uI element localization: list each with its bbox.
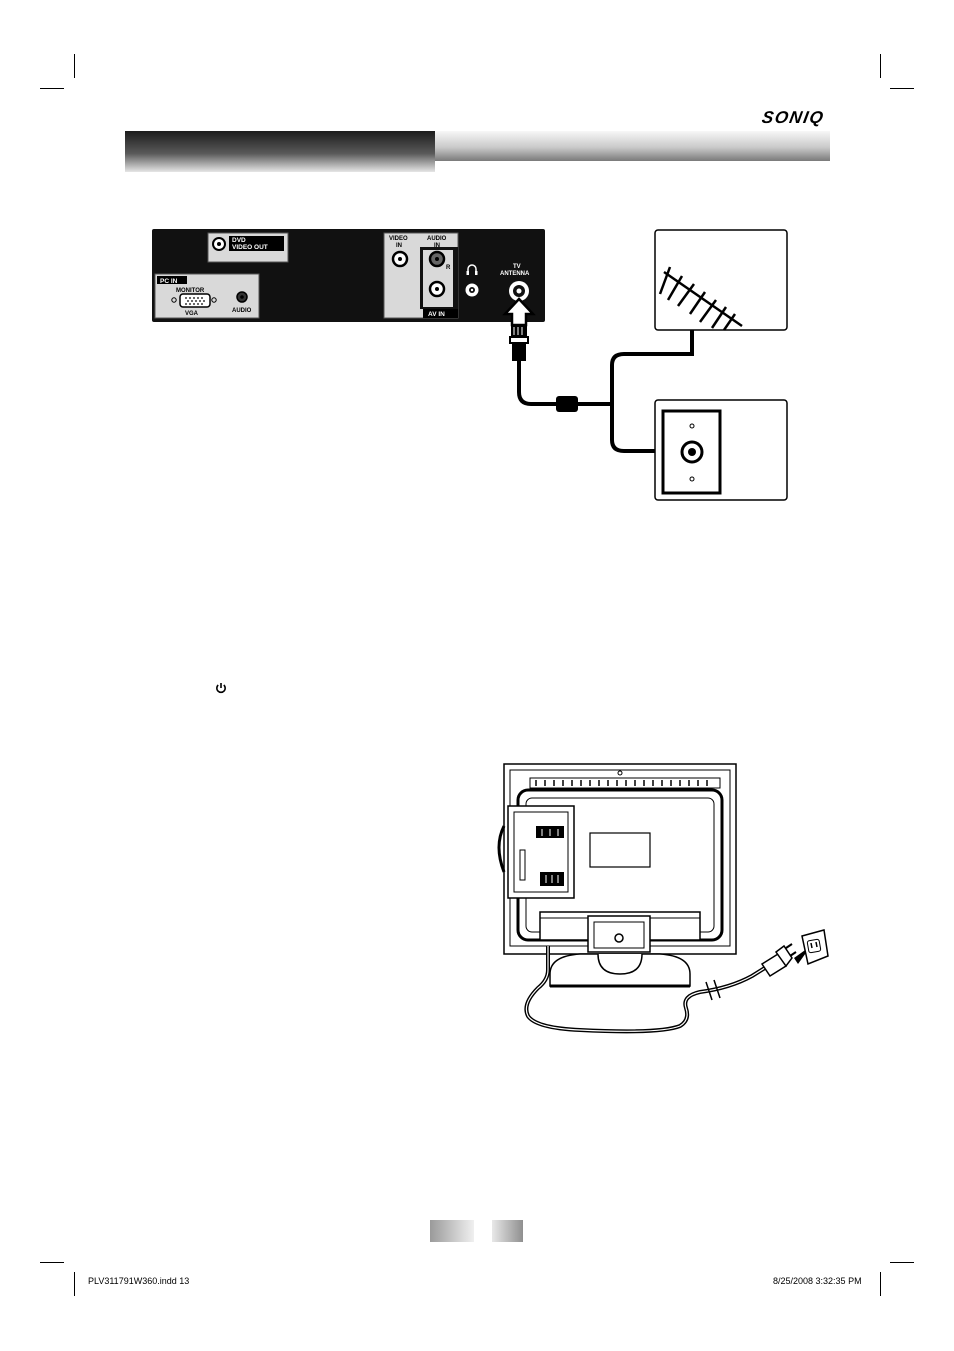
section-header-bar bbox=[125, 131, 435, 172]
video-in-label-2: IN bbox=[396, 243, 402, 249]
antenna-connection-diagram: DVD VIDEO OUT PC IN MONITOR VGA AUDIO VI… bbox=[152, 229, 788, 501]
audio-in-label: AUDIO bbox=[427, 236, 447, 242]
wall-outlet-cable bbox=[610, 404, 689, 453]
power-icon bbox=[216, 683, 226, 694]
pc-in-label: PC IN bbox=[160, 278, 178, 285]
rating-label bbox=[589, 832, 651, 868]
antenna-cable bbox=[517, 361, 612, 406]
coax-plug bbox=[511, 325, 527, 337]
video-in-label: VIDEO bbox=[389, 236, 408, 242]
crop-mark bbox=[890, 88, 914, 89]
dvd-video-out-label: VIDEO OUT bbox=[232, 244, 268, 251]
page-number-bar-right bbox=[492, 1220, 523, 1242]
crop-mark bbox=[74, 1272, 75, 1296]
tv-label: TV bbox=[513, 264, 521, 270]
crop-mark bbox=[880, 1272, 881, 1296]
outdoor-antenna-cable bbox=[610, 320, 694, 404]
av-in-label: AV IN bbox=[428, 311, 445, 318]
headphone-icon bbox=[467, 264, 477, 273]
power-connection-diagram bbox=[497, 763, 829, 1034]
print-timestamp: 8/25/2008 3:32:35 PM bbox=[773, 1276, 862, 1286]
antenna-label: ANTENNA bbox=[500, 271, 530, 277]
audio-r-label: R bbox=[446, 265, 451, 271]
monitor-label: MONITOR bbox=[176, 288, 205, 294]
file-info: PLV311791W360.indd 13 bbox=[88, 1276, 190, 1286]
vga-port bbox=[179, 293, 211, 308]
pc-audio-label: AUDIO bbox=[232, 308, 252, 314]
vga-label: VGA bbox=[185, 311, 199, 317]
page-number-bar-left bbox=[430, 1220, 474, 1242]
crop-mark bbox=[880, 54, 881, 78]
crop-mark bbox=[40, 88, 64, 89]
outdoor-antenna-box bbox=[654, 229, 788, 331]
crop-mark bbox=[74, 54, 75, 78]
outdoor-antenna-icon bbox=[658, 266, 743, 331]
crop-mark bbox=[40, 1262, 64, 1263]
section-header-bar-right bbox=[435, 131, 830, 161]
dvd-label: DVD bbox=[232, 237, 246, 244]
cable-ferrite bbox=[556, 396, 578, 412]
crop-mark bbox=[890, 1262, 914, 1263]
audio-in-label-2: IN bbox=[434, 243, 440, 249]
